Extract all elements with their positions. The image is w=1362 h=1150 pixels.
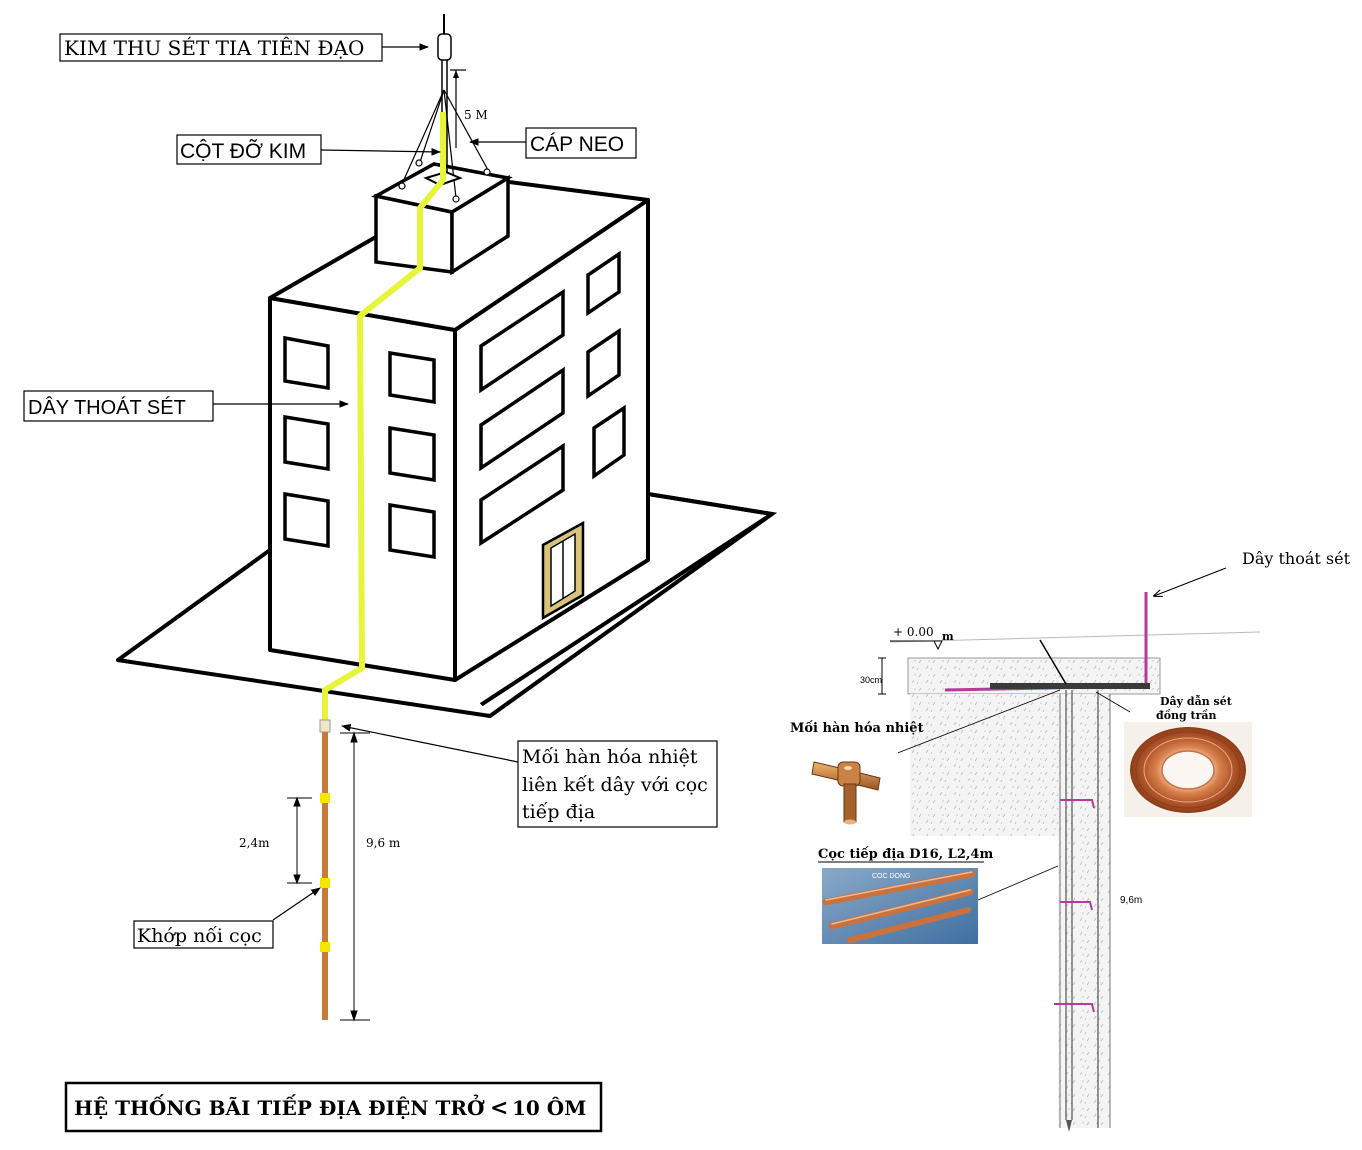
label-kim-thu-set-text: KIM THU SÉT TIA TIÊN ĐẠO	[64, 36, 364, 60]
level-unit: m	[942, 630, 954, 643]
section-9-6m: 9,6m	[1120, 895, 1142, 906]
label-weld: Mối hàn hóa nhiệt liên kết dây với cọc t…	[341, 723, 718, 828]
dim-2-4m	[287, 796, 312, 885]
title-suffix: 10 ÔM	[512, 1095, 586, 1120]
label-khop-noi-coc: Khớp nối cọc	[133, 887, 321, 949]
label-day-thoat-set-text: DÂY THOÁT SÉT	[28, 396, 186, 419]
right-day-dan-set-2: đồng trần	[1156, 709, 1217, 722]
air-terminal-head	[437, 33, 452, 61]
building-door	[541, 520, 585, 621]
right-day-thoat-set: Dây thoát sét	[1242, 549, 1351, 568]
title-box: HỆ THỐNG BÃI TIẾP ĐỊA ĐIỆN TRỞ < 10 ÔM	[64, 1081, 603, 1133]
side-windows	[479, 250, 626, 547]
depth-30cm: 30cm	[860, 675, 882, 685]
right-moi-han: Mối hàn hóa nhiệt	[790, 720, 924, 736]
label-weld-line2: liên kết dây với cọc	[522, 774, 708, 796]
ground-plate-left	[118, 555, 490, 716]
rod-joint	[320, 793, 330, 803]
exothermic-weld-image	[811, 748, 898, 826]
label-5m: 5 M	[464, 108, 488, 122]
dim-9-6m	[340, 731, 370, 1022]
ground-rod-image: COC DONG	[822, 868, 978, 944]
building-drawing	[116, 14, 778, 1022]
right-day-dan-set-1: Dây dẫn sét	[1160, 694, 1233, 708]
level-label: + 0.00	[893, 625, 934, 639]
soil-shaft	[1058, 694, 1110, 1128]
title-prefix: HỆ THỐNG BÃI TIẾP ĐỊA ĐIỆN TRỞ	[74, 1092, 485, 1120]
label-day-thoat-set: DÂY THOÁT SÉT	[23, 390, 349, 422]
label-cap-neo-text: CÁP NEO	[530, 133, 624, 156]
right-coc-tiep-dia: Cọc tiếp địa D16, L2,4m	[818, 846, 993, 862]
label-2-4m: 2,4m	[239, 836, 270, 850]
front-windows	[283, 335, 436, 560]
label-weld-line3: tiếp địa	[522, 801, 595, 823]
label-cot-do-kim: CỘT ĐỠ KIM	[176, 134, 441, 165]
label-cot-do-kim-text: CỘT ĐỠ KIM	[180, 139, 306, 163]
title-symbol: <	[490, 1095, 508, 1121]
label-9-6m: 9,6 m	[366, 836, 401, 850]
copper-coil-image	[1124, 722, 1252, 817]
rod-stamp: COC DONG	[872, 873, 911, 880]
rod-joint	[320, 942, 330, 952]
down-conductor	[322, 112, 446, 720]
label-cap-neo: CÁP NEO	[469, 127, 637, 159]
rod-joint	[320, 878, 330, 888]
section-drawing: + 0.00 m 30cm 9,6m	[860, 567, 1261, 1132]
roof-box-top	[371, 162, 513, 214]
label-khop-noi-coc-text: Khớp nối cọc	[137, 925, 262, 947]
label-kim-thu-set: KIM THU SÉT TIA TIÊN ĐẠO	[59, 33, 429, 62]
soil-left	[910, 694, 1060, 836]
grounding-rod	[319, 719, 331, 1020]
label-weld-line1: Mối hàn hóa nhiệt	[522, 746, 698, 768]
